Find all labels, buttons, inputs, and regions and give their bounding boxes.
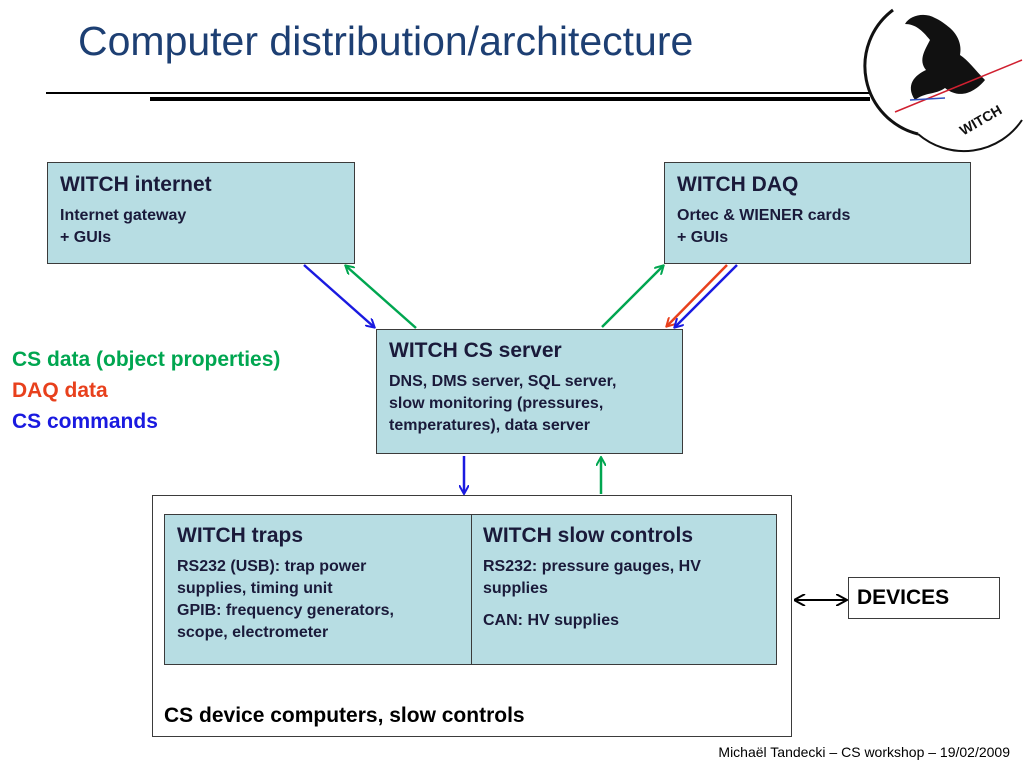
box-line: CAN: HV supplies [483, 612, 620, 629]
box-witch-internet: WITCH internet Internet gateway + GUIs [47, 162, 355, 264]
box-line: scope, electrometer [177, 624, 329, 641]
device-computers-container [152, 495, 792, 737]
box-title: WITCH slow controls [483, 524, 693, 547]
box-line: RS232 (USB): trap power [177, 558, 367, 575]
box-title: WITCH traps [177, 524, 303, 547]
box-witch-cs-server: WITCH CS server DNS, DMS server, SQL ser… [376, 329, 683, 454]
box-line: supplies [483, 580, 548, 597]
box-line: DNS, DMS server, SQL server, [389, 373, 617, 390]
box-line: slow monitoring (pressures, [389, 395, 604, 412]
box-witch-daq: WITCH DAQ Ortec & WIENER cards + GUIs [664, 162, 971, 264]
box-witch-traps: WITCH traps RS232 (USB): trap power supp… [164, 514, 472, 665]
box-line: RS232: pressure gauges, HV [483, 558, 701, 575]
svg-text:WITCH: WITCH [957, 101, 1005, 138]
box-line: Internet gateway [60, 207, 187, 224]
box-title: WITCH DAQ [677, 173, 799, 196]
arrow-server-to-internet-data [346, 266, 417, 329]
device-computers-label: CS device computers, slow controls [164, 704, 525, 727]
box-title: WITCH internet [60, 173, 212, 196]
legend: CS data (object properties) DAQ data CS … [12, 344, 280, 437]
arrow-server-to-daq-data [601, 266, 663, 328]
footer-credit: Michaël Tandecki – CS workshop – 19/02/2… [718, 744, 1010, 760]
arrow-daq-to-server-daqdata [667, 264, 728, 326]
box-line: GPIB: frequency generators, [177, 602, 394, 619]
box-line: + GUIs [677, 229, 729, 246]
box-line: + GUIs [60, 229, 112, 246]
arrow-daq-to-server-commands [675, 264, 738, 327]
legend-cs-data: CS data (object properties) [12, 348, 281, 371]
arrow-internet-to-server-commands [303, 264, 374, 327]
box-line: Ortec & WIENER cards [677, 207, 851, 224]
box-line: temperatures), data server [389, 417, 590, 434]
legend-daq-data: DAQ data [12, 379, 108, 402]
legend-cs-commands: CS commands [12, 410, 158, 433]
witch-logo: WITCH [863, 8, 1023, 153]
page-title: Computer distribution/architecture [78, 18, 694, 64]
box-title: WITCH CS server [389, 339, 562, 362]
box-line: supplies, timing unit [177, 580, 333, 597]
box-witch-slow-controls: WITCH slow controls RS232: pressure gaug… [471, 514, 777, 665]
devices-box: DEVICES [848, 577, 1000, 619]
